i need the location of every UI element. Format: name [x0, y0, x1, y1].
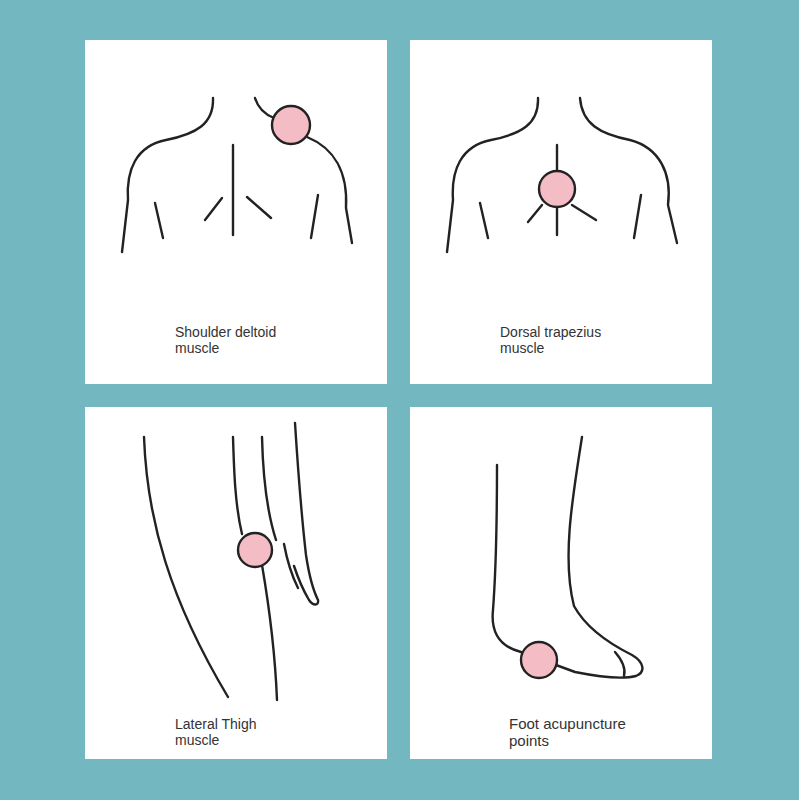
hand-outline	[284, 544, 298, 588]
muscle-line	[311, 195, 318, 238]
panel-label: Foot acupuncture points	[509, 716, 649, 750]
foot-outline	[556, 437, 642, 678]
muscle-panel: Foot acupuncture points	[410, 407, 712, 759]
body-outline	[122, 98, 213, 252]
massage-point	[272, 106, 310, 144]
leg-outline	[262, 565, 277, 700]
muscle-panel: Shoulder deltoid muscle	[85, 40, 387, 384]
muscle-line	[634, 195, 641, 238]
panel-label: Dorsal trapezius muscle	[500, 325, 625, 356]
shoulder-figure	[122, 98, 352, 252]
muscle-panel: Lateral Thigh muscle	[85, 407, 387, 759]
massage-point	[521, 642, 557, 678]
massage-point	[539, 171, 575, 207]
body-outline	[307, 137, 352, 243]
spine-line	[232, 145, 234, 235]
hand-outline	[294, 423, 318, 605]
panel-label: Shoulder deltoid muscle	[175, 325, 300, 356]
foot-figure	[493, 437, 643, 678]
body-outline	[447, 98, 538, 252]
body-outline	[255, 98, 274, 118]
muscle-line	[205, 198, 222, 220]
massage-point	[238, 533, 272, 567]
muscle-line	[480, 203, 488, 238]
muscle-line	[528, 205, 542, 222]
muscle-line	[572, 205, 596, 220]
body-outline	[580, 98, 677, 243]
foot-outline	[493, 465, 521, 652]
leg-figure	[144, 423, 318, 700]
back-figure	[447, 98, 677, 252]
muscle-panel: Dorsal trapezius muscle	[410, 40, 712, 384]
toe-line	[615, 652, 625, 676]
spine-line	[556, 145, 558, 235]
leg-outline	[144, 437, 228, 697]
hand-outline	[262, 437, 276, 540]
muscle-line	[155, 203, 163, 238]
muscle-line	[247, 197, 271, 218]
leg-outline	[233, 437, 242, 534]
panel-label: Lateral Thigh muscle	[175, 717, 300, 748]
